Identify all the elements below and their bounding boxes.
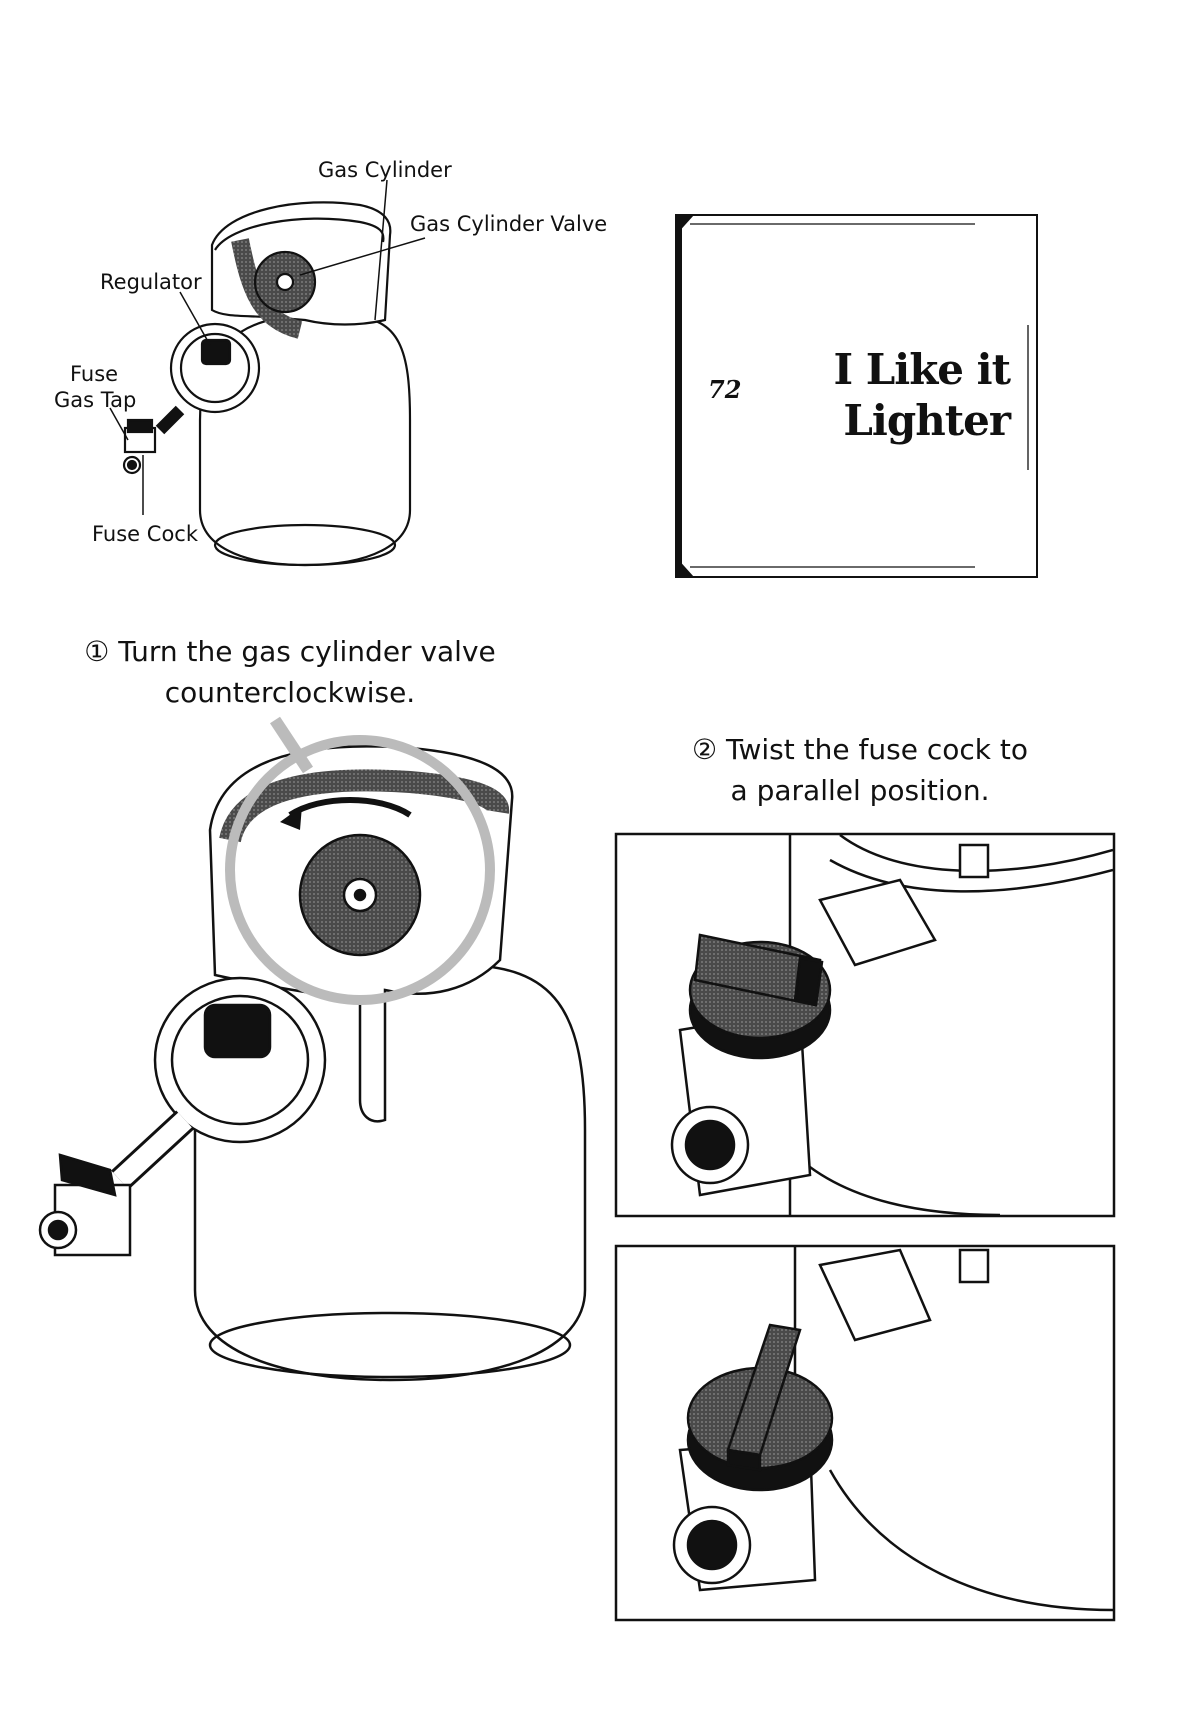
small-cylinder-diagram: [122, 201, 412, 567]
chapter-number: 72: [708, 375, 742, 404]
label-fuse: Fuse: [70, 362, 119, 386]
step2-line1: ② Twist the fuse cock to: [692, 733, 1028, 766]
diagram-leader-lines: [109, 179, 426, 515]
large-cylinder-illustration: [38, 716, 587, 1382]
large-valve-wheel: [298, 833, 422, 957]
large-fuse-cock: [38, 1153, 132, 1257]
label-regulator: Regulator: [100, 270, 202, 294]
small-regulator: [169, 322, 261, 414]
step1-line1: ① Turn the gas cylinder valve: [84, 635, 496, 668]
step1-line2: counterclockwise.: [164, 676, 416, 709]
valve-highlight-ring: [225, 735, 495, 1005]
large-regulator: [153, 976, 327, 1144]
fuse-cock-panel-after: [614, 1244, 1116, 1622]
chapter-title-box: [675, 214, 1038, 578]
label-fuse-cock: Fuse Cock: [92, 522, 198, 546]
step2-line2: a parallel position.: [730, 774, 990, 807]
label-gas-tap: Gas Tap: [54, 388, 137, 412]
chapter-title-line2: Lighter: [843, 396, 1011, 445]
label-gas-cylinder: Gas Cylinder: [318, 158, 452, 182]
label-gas-cylinder-valve: Gas Cylinder Valve: [410, 212, 608, 236]
small-valve-wheel: [253, 250, 317, 314]
chapter-title-line1: I Like it: [833, 345, 1011, 394]
fuse-cock-panel-before: [614, 832, 1116, 1218]
